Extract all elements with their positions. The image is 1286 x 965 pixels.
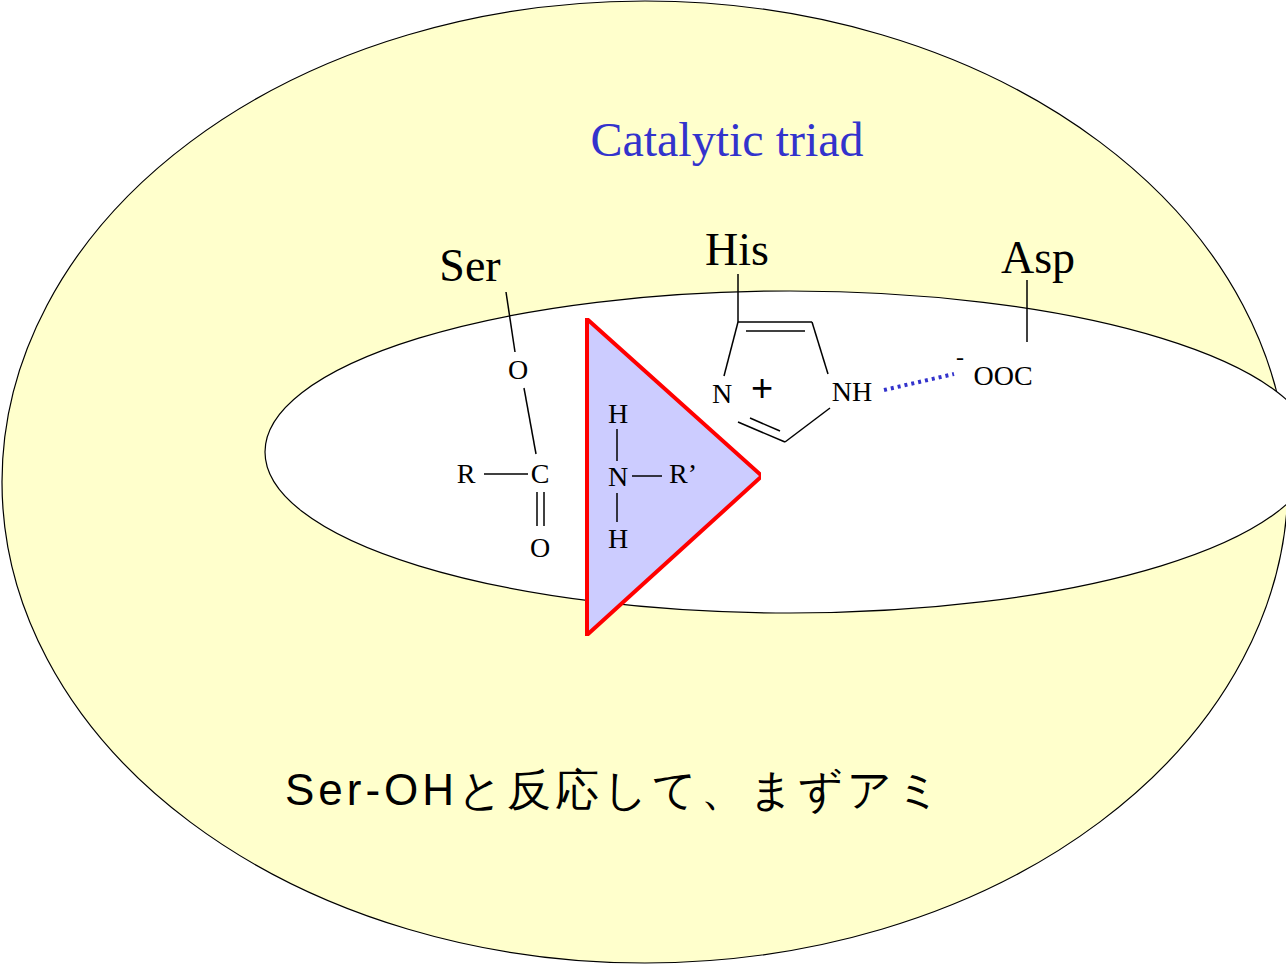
title: Catalytic triad	[590, 116, 863, 164]
bond	[536, 492, 538, 526]
bond	[616, 493, 618, 522]
atom-label: N	[608, 463, 628, 491]
atom-label: NH	[832, 378, 872, 406]
residue-name: Ser	[439, 243, 500, 289]
substrate-triangle: H N R’ H	[585, 318, 761, 636]
ring-bond	[724, 322, 738, 376]
ring-bond	[785, 408, 830, 442]
atom-label: H	[608, 400, 628, 428]
atom-label: OOC	[973, 362, 1032, 390]
residue-name: Asp	[1001, 235, 1075, 281]
bond	[737, 274, 739, 322]
hydrogen-bond	[884, 374, 954, 390]
atom-label: R’	[669, 460, 697, 488]
atom-label: R	[457, 460, 476, 488]
ring-bond	[738, 422, 785, 442]
residue-name: His	[705, 227, 769, 273]
charge-sign: -	[956, 345, 964, 369]
ring-bond	[746, 330, 805, 332]
atom-label: C	[531, 460, 550, 488]
bond	[1026, 280, 1028, 342]
bond	[524, 388, 536, 454]
active-site-pocket	[265, 291, 1286, 613]
charge-sign: +	[751, 369, 773, 407]
bond	[616, 429, 618, 461]
atom-label: N	[712, 380, 732, 408]
bond	[632, 475, 662, 477]
atom-label: O	[508, 356, 528, 384]
atom-label: O	[530, 534, 550, 562]
ring-bond	[738, 321, 812, 323]
bonds	[484, 274, 1027, 526]
ring-bond	[812, 322, 828, 374]
bond	[506, 292, 515, 352]
atom-label: H	[608, 525, 628, 553]
ring-bond	[750, 418, 780, 431]
note: Ser-OHと反応して、まずアミ	[285, 768, 945, 812]
triangle-shape	[587, 319, 761, 635]
bond	[543, 492, 545, 526]
bond	[484, 473, 528, 475]
